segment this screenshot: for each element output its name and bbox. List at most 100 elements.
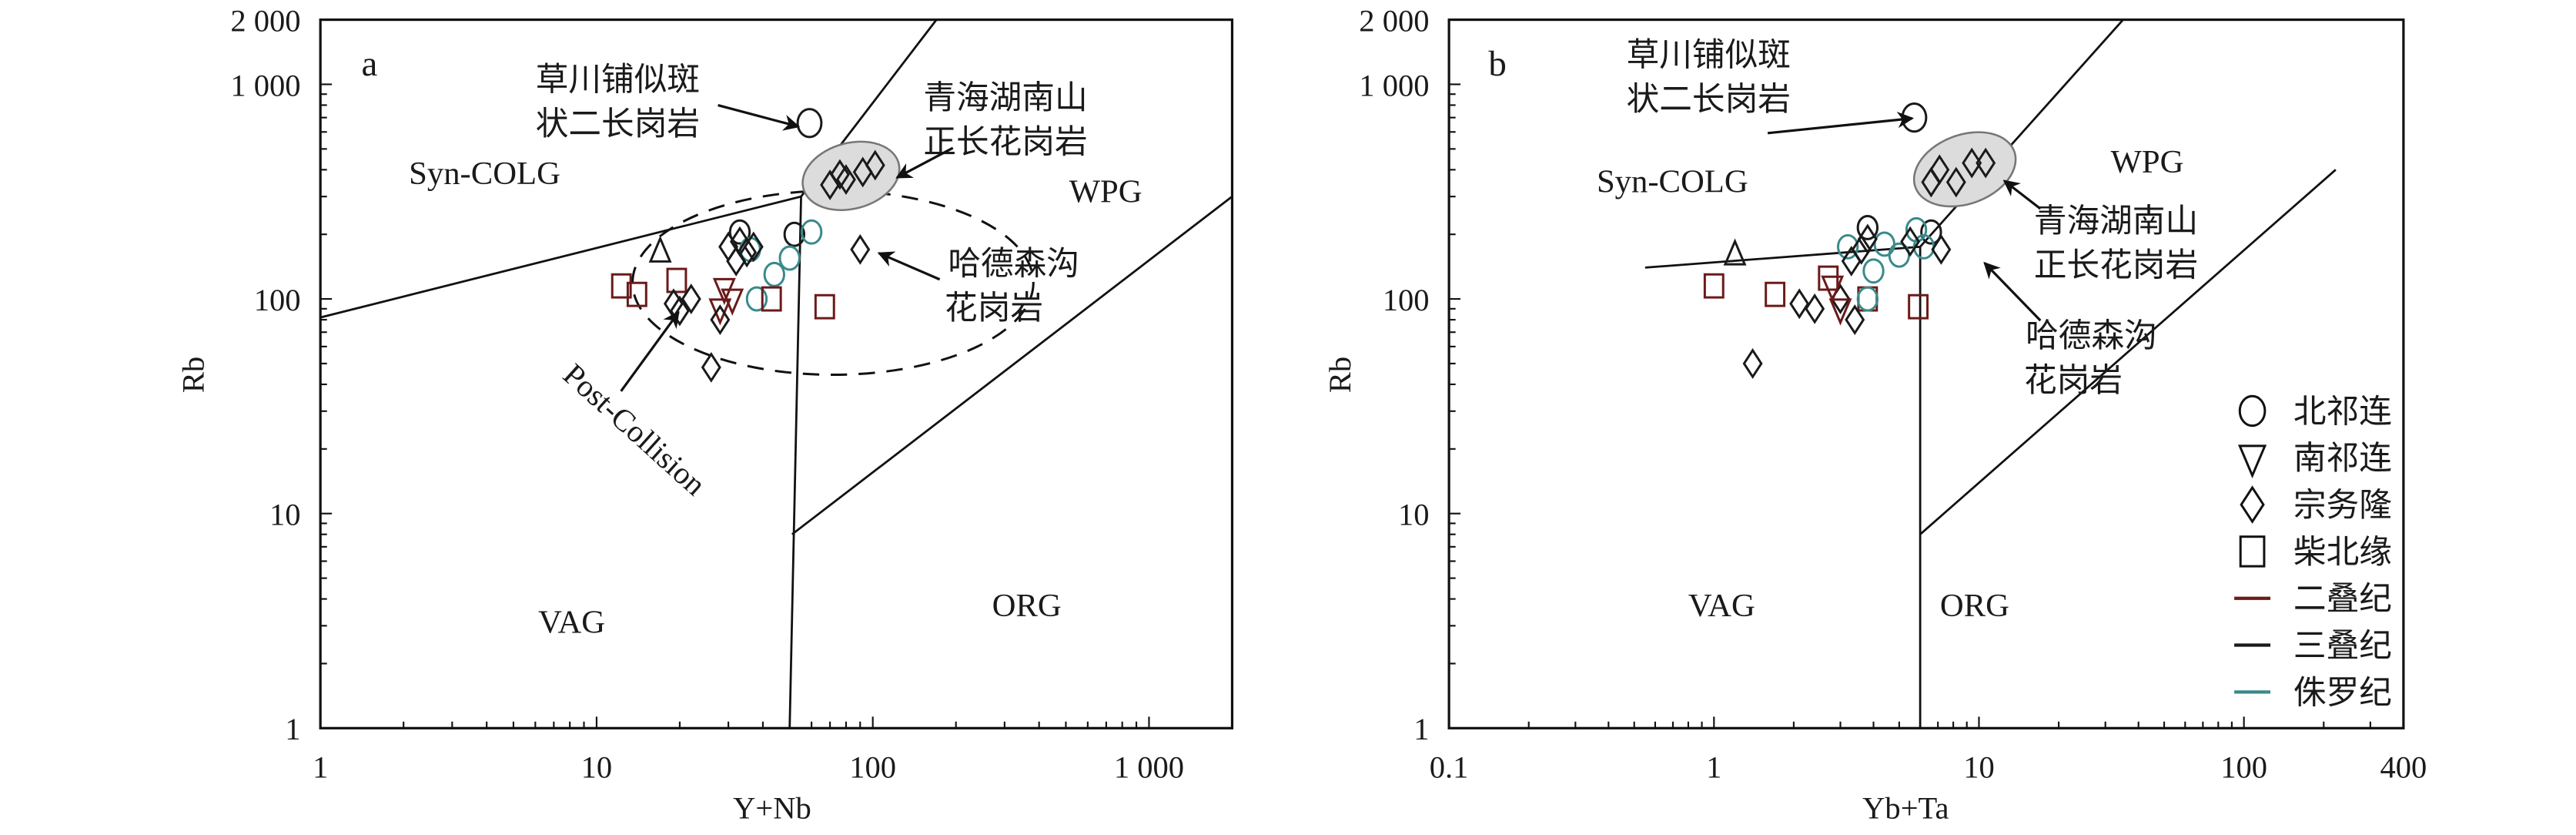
- field-boundary-line: [1919, 169, 2337, 535]
- data-point-square: [666, 267, 687, 293]
- data-point-diamond: [1805, 293, 1825, 324]
- data-point-diamond: [1929, 154, 1950, 186]
- annotation-b-6: 花岗岩: [2024, 363, 2123, 399]
- y-tick-label: 1: [1413, 712, 1429, 746]
- data-point-diamond: [1931, 233, 1952, 265]
- arrow-b-1: [1767, 111, 1914, 135]
- annotation-b-3: 青海湖南山: [2034, 203, 2198, 240]
- post-collision-field-ellipse: [631, 189, 1035, 377]
- data-point-diamond: [829, 159, 850, 190]
- data-point-diamond: [743, 231, 764, 263]
- annotation-a-6: 花岗岩: [945, 290, 1043, 327]
- arrow-a-1: [718, 104, 801, 131]
- data-point-circle: [778, 245, 801, 271]
- legend-label: 柴北缘: [2293, 535, 2392, 571]
- field-boundary-line: [788, 196, 802, 729]
- data-point-diamond: [1742, 348, 1763, 379]
- field-org-a: ORG: [992, 588, 1062, 624]
- arrow-b-2: [2002, 179, 2042, 210]
- data-point-triangle-up: [648, 235, 672, 263]
- arrow-a-4: [620, 310, 680, 392]
- data-point-circle: [763, 261, 785, 287]
- data-point-circle: [783, 221, 805, 247]
- x-tick-label: 100: [2220, 749, 2267, 784]
- legend-label: 宗务隆: [2293, 487, 2392, 524]
- data-point-circle: [1836, 233, 1859, 260]
- data-point-diamond: [669, 295, 690, 327]
- data-point-circle: [728, 219, 751, 245]
- data-point-diamond: [1975, 147, 1996, 179]
- data-point-circle: [1856, 286, 1879, 312]
- legend-symbol-triangle-down: [2237, 444, 2267, 479]
- y-tick-label: 2 000: [230, 4, 300, 39]
- annotation-b-4: 正长花岗岩: [2034, 247, 2198, 283]
- data-point-diamond: [681, 283, 701, 314]
- axis-title-y-a: Rb: [176, 357, 211, 393]
- data-point-triangle-down: [721, 288, 744, 316]
- data-point-diamond: [726, 246, 747, 277]
- y-tick-label: 100: [1383, 283, 1430, 317]
- legend-symbol-circle: [2238, 394, 2267, 428]
- data-point-diamond: [1851, 233, 1872, 265]
- data-point-diamond: [1845, 304, 1865, 335]
- y-tick-label: 1 000: [1359, 68, 1429, 102]
- data-point-circle: [1920, 219, 1942, 245]
- data-point-triangle-down: [708, 298, 732, 326]
- legend-label: 三叠纪: [2293, 628, 2392, 664]
- y-tick-label: 10: [1398, 498, 1430, 532]
- annotation-a-5: 哈德森沟: [948, 246, 1079, 282]
- data-point-diamond: [710, 304, 731, 335]
- annotation-a-3: 青海湖南山: [923, 80, 1087, 116]
- y-tick-label: 10: [269, 498, 301, 532]
- panel-label-b: b: [1488, 44, 1506, 84]
- data-point-square: [814, 293, 835, 320]
- x-tick-label: 100: [849, 749, 896, 784]
- field-boundary-line: [319, 195, 801, 319]
- x-tick-label: 0.1: [1430, 749, 1469, 784]
- x-tick-label: 1: [313, 749, 328, 784]
- field-vag-b: VAG: [1688, 588, 1755, 624]
- x-tick-label: 10: [581, 749, 613, 784]
- field-wpg-a: WPG: [1069, 173, 1142, 210]
- field-vag-a: VAG: [538, 605, 605, 641]
- legend-symbol-diamond: [2240, 485, 2265, 524]
- legend-label: 南祁连: [2293, 441, 2392, 477]
- data-point-diamond: [737, 236, 758, 268]
- field-boundary-line: [1644, 245, 1921, 269]
- annotation-a-4: 正长花岗岩: [923, 124, 1087, 160]
- qinghaihu-nanshan-field: [1912, 131, 2017, 208]
- axis-title-y-b: Rb: [1323, 357, 1357, 393]
- data-point-triangle-down: [1828, 298, 1852, 326]
- axis-title-x-b: Yb+Ta: [1862, 791, 1949, 826]
- plot-frame: [1447, 18, 2405, 729]
- data-point-square: [1818, 265, 1839, 291]
- data-point-diamond: [701, 351, 721, 383]
- annotation-b-2: 状二长岗岩: [1627, 82, 1791, 118]
- legend-label: 北祁连: [2293, 394, 2392, 430]
- y-tick-label: 1 000: [230, 68, 300, 102]
- data-point-diamond: [1900, 226, 1921, 257]
- annotation-a-2: 状二长岗岩: [536, 106, 700, 143]
- data-point-square: [1703, 273, 1725, 299]
- legend-label: 侏罗纪: [2293, 675, 2392, 711]
- y-tick-label: 100: [254, 283, 301, 317]
- y-tick-label: 2 000: [1359, 4, 1429, 39]
- plot-frame: [319, 18, 1234, 729]
- annotation-b-5: 哈德森沟: [2026, 318, 2157, 354]
- field-syn-colg-a: Syn-COLG: [409, 156, 560, 192]
- annotation-a-1: 草川铺似斑: [536, 62, 700, 98]
- field-syn-colg-b: Syn-COLG: [1597, 164, 1748, 200]
- field-boundary-line: [1919, 18, 2124, 248]
- data-point-square: [761, 286, 782, 312]
- data-point-circle: [796, 108, 823, 139]
- data-point-triangle-down: [1821, 275, 1845, 303]
- arrow-b-3: [1983, 261, 2042, 322]
- data-point-diamond: [850, 233, 871, 265]
- x-tick-label: 1: [1706, 749, 1721, 784]
- axis-title-x-a: Y+Nb: [733, 791, 811, 826]
- y-tick-label: 1: [285, 712, 300, 746]
- annotation-post-collision: Post-Collision: [557, 357, 713, 502]
- data-point-diamond: [865, 149, 885, 181]
